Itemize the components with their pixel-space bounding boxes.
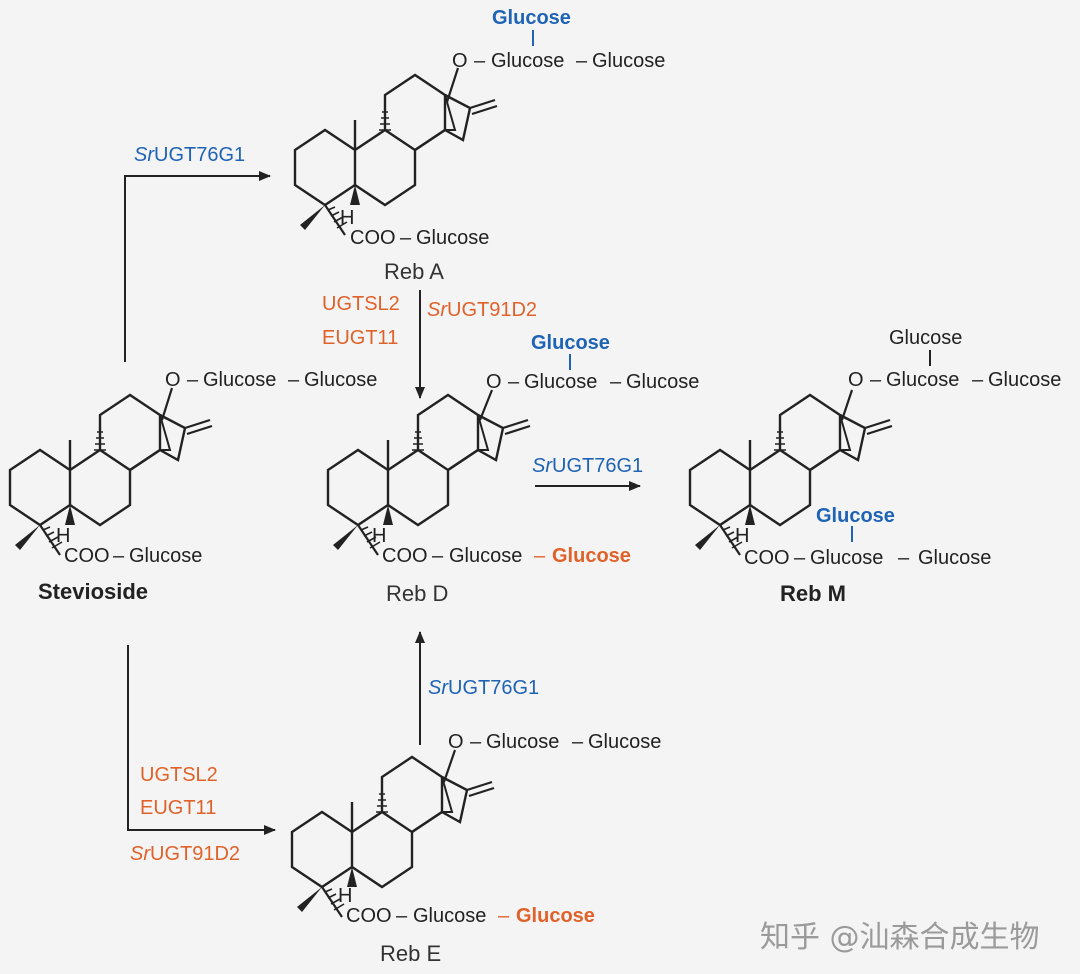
reb-e-ester-glucose-2: Glucose xyxy=(516,905,595,927)
arrow-stevioside-to-reb-a xyxy=(124,171,271,362)
stevioside-coo: COO xyxy=(64,545,110,567)
reb-d-ester-glucose-2: Glucose xyxy=(552,545,631,567)
reb-a-bond: – xyxy=(474,50,486,72)
reb-a-glucose-1: Glucose xyxy=(491,50,565,72)
reb-e-glucose-2: Glucose xyxy=(588,731,662,753)
reb-a-h: H xyxy=(340,207,355,229)
reb-e-oxygen: O xyxy=(448,731,464,753)
reb-d-bond: – xyxy=(508,371,520,393)
reb-d-oxygen: O xyxy=(486,371,502,393)
reb-m-name: Reb M xyxy=(780,581,846,606)
reb-e-ester-bond: – xyxy=(396,905,408,927)
reb-d-name: Reb D xyxy=(386,581,449,606)
reb-e-h: H xyxy=(338,885,353,907)
reb-d-ester-bond: – xyxy=(432,545,444,567)
reb-m-glucose-2: Glucose xyxy=(988,369,1062,391)
enzyme-eugt11-e: EUGT11 xyxy=(140,797,217,819)
reb-m-bond: – xyxy=(870,369,882,391)
reb-d-glucose-1: Glucose xyxy=(524,371,598,393)
enzyme-eugt11-a: EUGT11 xyxy=(322,327,399,349)
reb-a-glucose-2: Glucose xyxy=(592,50,666,72)
stevioside-glucose-2: Glucose xyxy=(304,369,378,391)
reb-a-coo: COO xyxy=(350,227,396,249)
reb-m-coo: COO xyxy=(744,547,790,569)
reb-a-bond-2: – xyxy=(576,50,588,72)
enzyme-srugt91d2-a: SrUGT91D2 xyxy=(427,299,538,321)
enzyme-ugtsl2-a: UGTSL2 xyxy=(322,293,400,315)
reb-e-ester-bond-2: – xyxy=(498,905,510,927)
reb-a-ester-glucose: Glucose xyxy=(416,227,490,249)
reb-m-branch-glucose: Glucose xyxy=(889,327,963,349)
stevioside-bond: – xyxy=(187,369,199,391)
reb-m-ester-bond: – xyxy=(794,547,806,569)
reb-e-bond: – xyxy=(470,731,482,753)
reb-m-glucose-1: Glucose xyxy=(886,369,960,391)
reb-d-glucose-2: Glucose xyxy=(626,371,700,393)
reb-a-ester-bond: – xyxy=(400,227,412,249)
stevioside-skeleton xyxy=(8,393,214,557)
reb-m-ester-glucose-2: Glucose xyxy=(918,547,992,569)
stevioside-ester-bond: – xyxy=(113,545,125,567)
reb-e-coo: COO xyxy=(346,905,392,927)
reb-d-h: H xyxy=(372,525,387,547)
zhihu-watermark: 知乎 @汕森合成生物 xyxy=(760,920,1040,955)
stevioside-oxygen: O xyxy=(165,369,181,391)
reb-e-glucose-1: Glucose xyxy=(486,731,560,753)
arrow-stevioside-to-reb-e xyxy=(127,645,276,835)
reb-e-name: Reb E xyxy=(380,941,442,966)
enzyme-stev-to-reb-a: SrUGT76G1 xyxy=(134,144,246,166)
enzyme-reb-d-to-reb-m: SrUGT76G1 xyxy=(532,455,644,477)
reb-e-skeleton xyxy=(290,755,496,919)
reb-m-h: H xyxy=(735,525,750,547)
reb-a-skeleton xyxy=(293,73,499,237)
stevioside-name: Stevioside xyxy=(38,579,149,604)
reb-d-bond-2: – xyxy=(610,371,622,393)
reb-d-branch-glucose: Glucose xyxy=(531,332,610,354)
reb-m-skeleton xyxy=(688,393,894,557)
stevioside-ester-glucose: Glucose xyxy=(129,545,203,567)
reb-d-skeleton xyxy=(326,393,532,557)
reb-m-ester-bond-2: – xyxy=(898,547,910,569)
stevioside-glucose-1: Glucose xyxy=(203,369,277,391)
reb-m-ester-branch-glucose: Glucose xyxy=(816,505,895,527)
stevioside-bond-2: – xyxy=(288,369,300,391)
reb-m-ester-glucose-1: Glucose xyxy=(810,547,884,569)
enzyme-reb-e-to-reb-d: SrUGT76G1 xyxy=(428,677,540,699)
reb-m-bond-2: – xyxy=(972,369,984,391)
enzyme-ugtsl2-e: UGTSL2 xyxy=(140,764,218,786)
reb-d-ester-bond-2: – xyxy=(534,545,546,567)
reb-a-name: Reb A xyxy=(384,259,444,284)
reb-d-coo: COO xyxy=(382,545,428,567)
reb-a-branch-glucose: Glucose xyxy=(492,7,571,29)
reb-e-ester-glucose-1: Glucose xyxy=(413,905,487,927)
stevioside-h: H xyxy=(56,525,71,547)
reb-m-oxygen: O xyxy=(848,369,864,391)
reb-d-ester-glucose-1: Glucose xyxy=(449,545,523,567)
reb-a-oxygen: O xyxy=(452,50,468,72)
enzyme-srugt91d2-e: SrUGT91D2 xyxy=(130,843,241,865)
reb-e-bond-2: – xyxy=(572,731,584,753)
